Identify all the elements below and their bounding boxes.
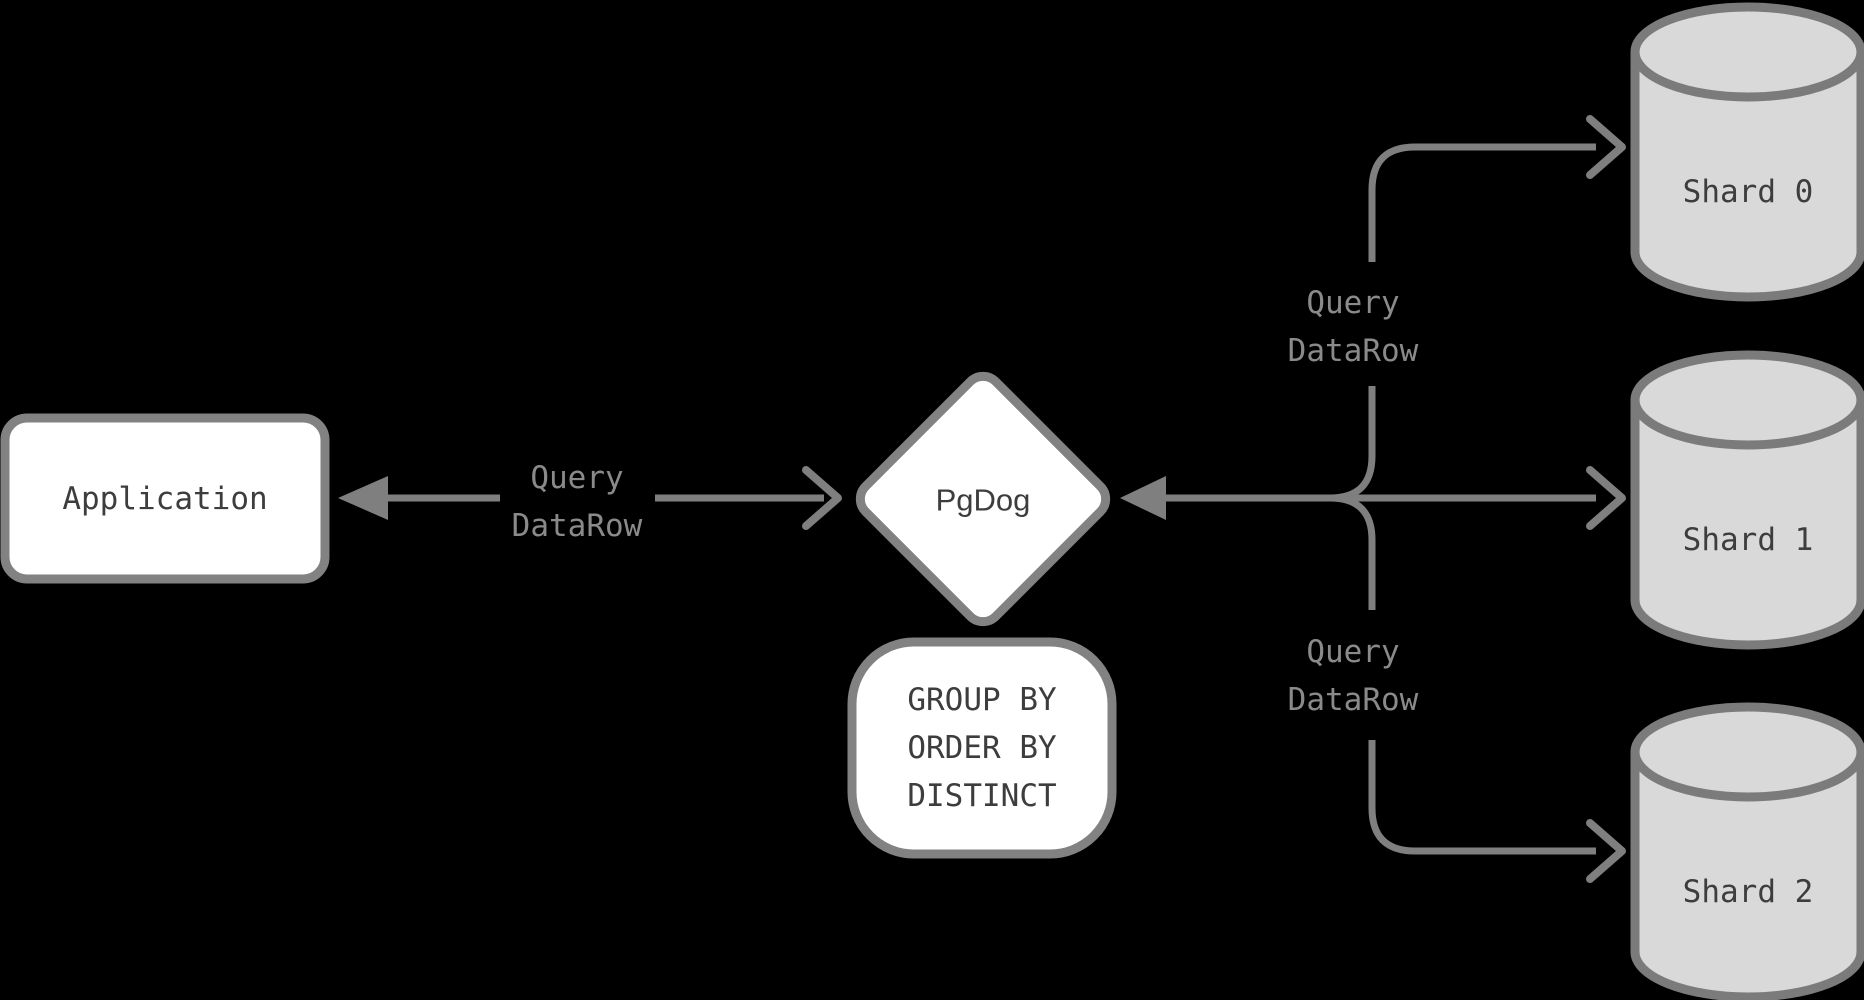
operations-line-group-by: GROUP BY [907, 682, 1057, 718]
database-cylinder-top [1630, 2, 1864, 102]
arrowhead-right-to-shard1 [1586, 466, 1626, 530]
operations-node: GROUP BY ORDER BY DISTINCT [847, 637, 1117, 859]
arrowhead-right-to-shard0 [1586, 115, 1626, 179]
edge-label-query: Query [530, 460, 623, 496]
application-label: Application [62, 481, 267, 517]
shard1-node: Shard 1 [1630, 350, 1864, 650]
edge-branch-to-shard2 [1368, 740, 1626, 883]
edge-label-pgdog-shard0: Query DataRow [1288, 285, 1419, 369]
shard2-node: Shard 2 [1630, 702, 1864, 1000]
database-cylinder-body [1630, 752, 1864, 1000]
edge-shards-to-pgdog [1120, 466, 1626, 530]
edge-curve-upper-merge [1329, 386, 1376, 502]
shard2-label: Shard 2 [1683, 874, 1814, 910]
shard0-label: Shard 0 [1683, 174, 1814, 210]
database-cylinder-body [1630, 400, 1864, 650]
arrowhead-right-to-pgdog [802, 466, 842, 530]
edge-label-app-pgdog: Query DataRow [512, 460, 643, 544]
pgdog-label: PgDog [936, 483, 1031, 518]
edge-label-query: Query [1306, 634, 1399, 670]
edge-application-to-pgdog [655, 466, 842, 530]
edge-branch-to-shard0 [1368, 115, 1626, 262]
arrowhead-left-to-pgdog [1120, 476, 1166, 520]
shard1-label: Shard 1 [1683, 522, 1814, 558]
edge-junction-merge [1329, 386, 1376, 610]
edge-label-pgdog-shard2: Query DataRow [1288, 634, 1419, 718]
edge-curve-lower-merge [1329, 494, 1376, 610]
operations-box [847, 637, 1117, 859]
edge-label-datarow: DataRow [1288, 333, 1419, 369]
edge-pgdog-to-application [338, 476, 500, 520]
edge-label-datarow: DataRow [1288, 682, 1419, 718]
database-cylinder-body [1630, 52, 1864, 302]
database-cylinder-top [1630, 702, 1864, 802]
shard0-node: Shard 0 [1630, 2, 1864, 302]
arrowhead-right-to-shard2 [1586, 819, 1626, 883]
application-node: Application [0, 413, 330, 584]
arrowhead-left-to-application [338, 476, 388, 520]
application-box [0, 413, 330, 584]
pgdog-diamond [855, 371, 1111, 627]
edge-label-datarow: DataRow [512, 508, 643, 544]
edge-line-lower-branch [1368, 740, 1596, 855]
operations-line-distinct: DISTINCT [907, 778, 1056, 814]
edge-label-query: Query [1306, 285, 1399, 321]
operations-line-order-by: ORDER BY [907, 730, 1057, 766]
database-cylinder-top [1630, 350, 1864, 450]
pgdog-node: PgDog [855, 371, 1111, 627]
edge-line-upper-branch [1368, 143, 1596, 262]
